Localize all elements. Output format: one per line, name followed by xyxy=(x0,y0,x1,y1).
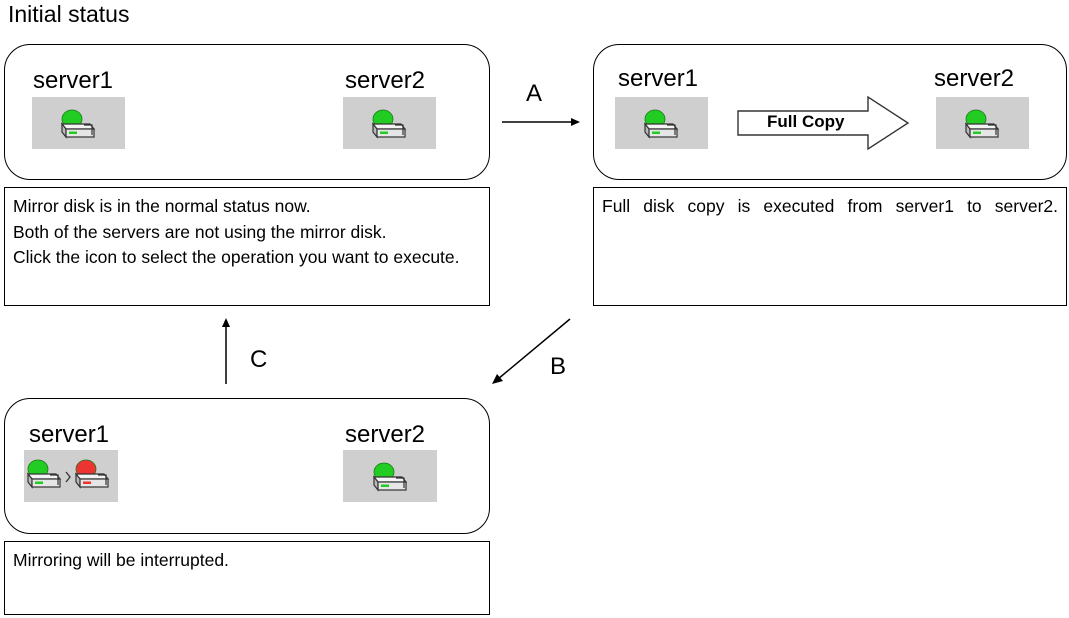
mirror-disk-normal-icon xyxy=(643,109,679,139)
interrupted-note: Mirroring will be interrupted. xyxy=(4,541,490,615)
server1-label: server1 xyxy=(29,421,110,448)
full-copy-arrow xyxy=(737,95,910,151)
server1-mirror-disk-button[interactable] xyxy=(615,97,708,149)
full-copy-panel: server1 server2 Full Copy xyxy=(593,44,1067,180)
server1-mirror-disk-button[interactable] xyxy=(24,450,118,502)
mirror-disk-normal-icon xyxy=(964,109,1000,139)
server2-label: server2 xyxy=(345,67,426,94)
server2-mirror-disk-button[interactable] xyxy=(936,97,1029,149)
note-line: Mirroring will be interrupted. xyxy=(13,550,229,570)
mirror-disk-interrupted-icon xyxy=(26,459,110,489)
interrupted-panel: server1 server2 xyxy=(4,398,490,534)
transition-b-arrow xyxy=(492,318,571,384)
transition-c-label: C xyxy=(250,346,268,373)
mirror-disk-normal-icon xyxy=(372,462,408,492)
full-copy-label: Full Copy xyxy=(767,112,845,131)
note-line: Mirror disk is in the normal status now. xyxy=(13,196,311,216)
note-line: Full disk copy is executed from server1 … xyxy=(602,196,1058,216)
server2-mirror-disk-button[interactable] xyxy=(343,450,437,502)
transition-c-arrow xyxy=(222,318,230,384)
full-copy-note: Full disk copy is executed from server1 … xyxy=(593,187,1067,306)
transition-a-arrow xyxy=(502,118,580,126)
server1-label: server1 xyxy=(618,65,699,92)
initial-status-panel: server1 server2 xyxy=(4,44,490,180)
server2-label: server2 xyxy=(934,65,1015,92)
server1-mirror-disk-button[interactable] xyxy=(32,97,125,149)
transition-a-label: A xyxy=(526,80,543,107)
note-line: Click the icon to select the operation y… xyxy=(13,247,460,267)
server2-mirror-disk-button[interactable] xyxy=(343,97,436,149)
mirror-disk-normal-icon xyxy=(371,109,407,139)
page-title: Initial status xyxy=(8,1,130,27)
server1-label: server1 xyxy=(33,67,114,94)
initial-status-note: Mirror disk is in the normal status now.… xyxy=(4,187,490,306)
mirror-disk-normal-icon xyxy=(60,109,96,139)
server2-label: server2 xyxy=(345,421,426,448)
note-line: Both of the servers are not using the mi… xyxy=(13,221,387,242)
transition-b-label: B xyxy=(550,353,567,380)
